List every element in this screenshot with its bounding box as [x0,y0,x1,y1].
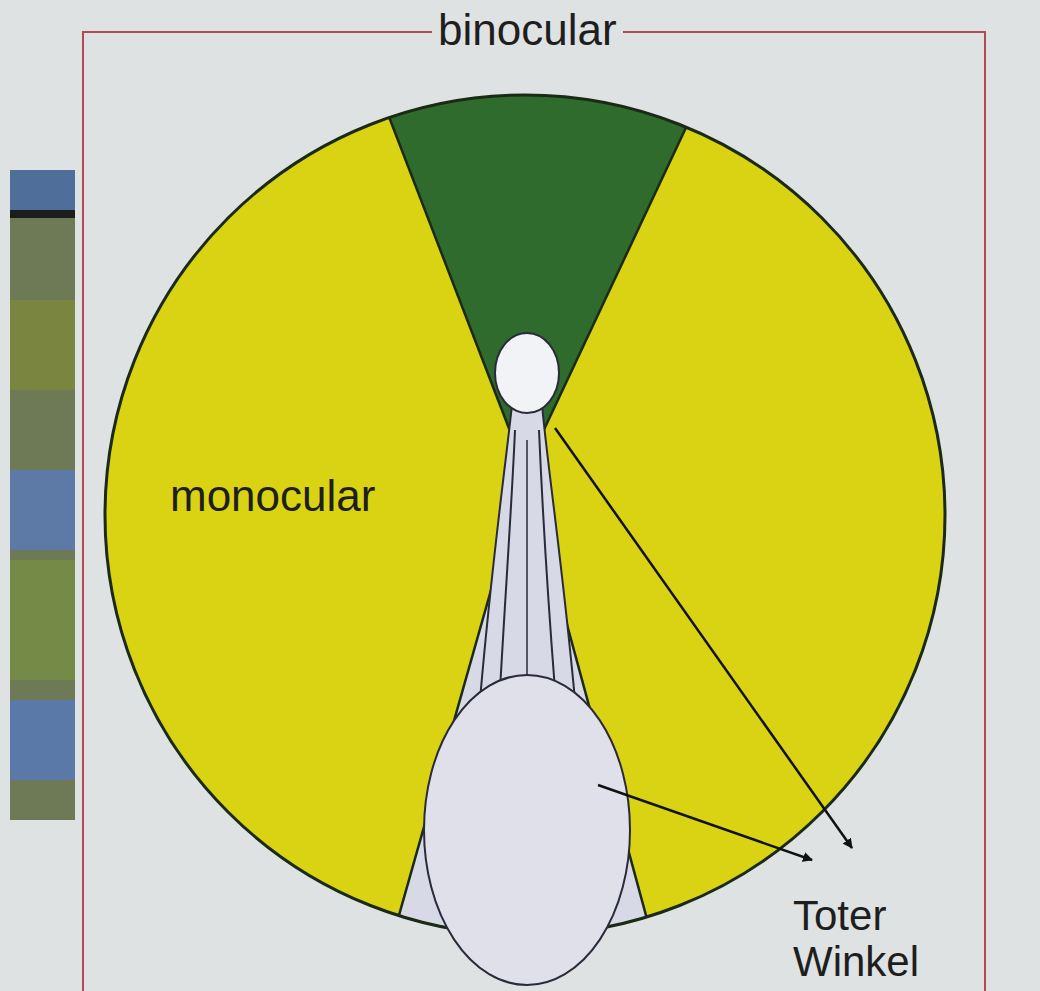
region-label: binocular [432,6,623,54]
photo-strip [10,170,75,820]
horse-outline [424,333,630,985]
region-label: monocular [170,472,375,520]
callout-label: Toter Winkel [793,893,963,985]
leader-arrow [555,428,852,860]
